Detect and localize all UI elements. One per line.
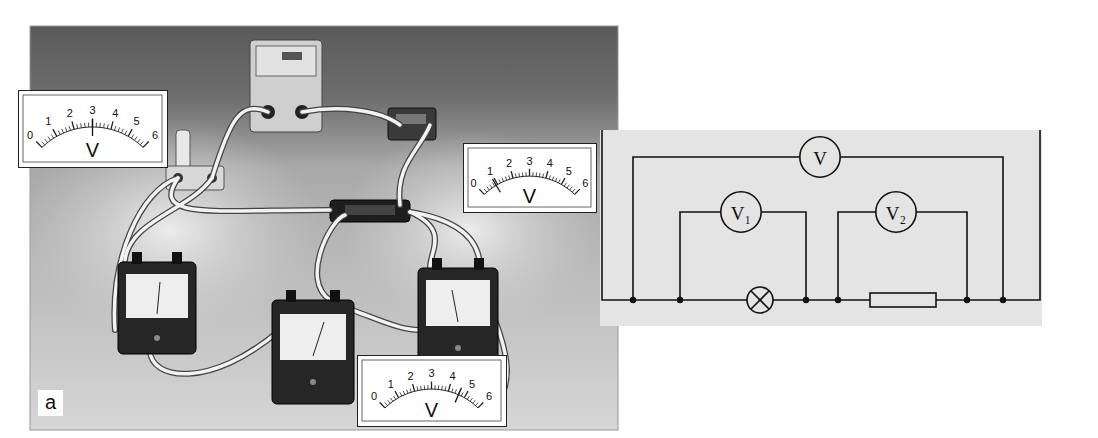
figure-letter: a [38,390,63,416]
meter-label: V₂ [886,204,906,223]
scale-number: 4 [112,107,118,118]
scale-number: 1 [388,378,394,389]
voltmeter-scale: 01 2 3 4 56V [357,355,507,427]
scale-number: 6 [582,178,588,189]
unit-symbol: V [523,186,536,206]
scale-number: 0 [471,178,477,189]
voltmeter-symbol: V₂ [875,191,917,233]
meter-needle [92,119,93,136]
scale-number: 5 [134,116,140,127]
meter-label: V [813,149,827,168]
scale-number: 6 [152,130,158,141]
unit-symbol: V [86,140,99,160]
meter-needle [455,388,461,403]
photo [20,26,618,430]
scale-number: 5 [469,378,475,389]
scale-number: 5 [566,166,572,177]
voltmeter-scale: 01 2 3 4 56V [463,143,597,213]
scale-number: 0 [27,130,33,141]
scale-number: 3 [89,104,95,115]
scale-number: 1 [487,166,493,177]
voltmeter-symbol: V [799,136,841,178]
voltmeter-scale: 0 1 2 3 4 5 6V [18,90,168,168]
scale-number: 3 [428,368,434,379]
scale-number: 4 [449,370,455,381]
lamp-symbol [747,287,773,313]
scale-number: 6 [486,391,492,402]
meter-needle [492,179,500,192]
circuit-diagram [600,130,1042,326]
scale-number: 2 [506,158,512,169]
scale-number: 2 [407,370,413,381]
scale-number: 2 [67,107,73,118]
scale-number: 0 [371,391,377,402]
meter-label: V₁ [731,204,751,223]
scale-number: 4 [547,158,553,169]
voltmeter-symbol: V₁ [720,191,762,233]
scale-number: 1 [45,116,51,127]
resistor-symbol [870,293,936,307]
unit-symbol: V [425,400,438,420]
junction-dot [630,297,1006,303]
scale-number: 3 [526,155,532,166]
